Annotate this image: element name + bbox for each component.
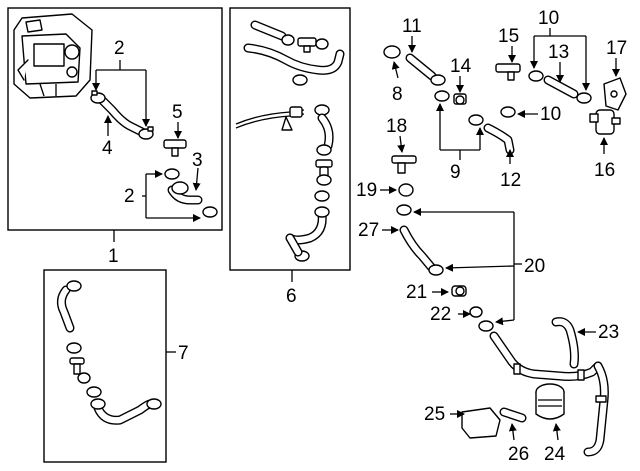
callout-24: 24: [544, 444, 566, 465]
clamp: [478, 320, 494, 332]
clamp: [396, 204, 412, 216]
clamp: [468, 114, 484, 126]
hose-13: [543, 75, 579, 99]
callout-22: 22: [430, 304, 451, 325]
callout-19: 19: [356, 180, 377, 201]
canister-24: [535, 383, 565, 420]
callout-13: 13: [548, 42, 569, 63]
callout-8: 8: [392, 84, 403, 105]
hose-27: [399, 225, 437, 273]
group-box-6: [229, 7, 351, 271]
bracket-17: [603, 77, 627, 111]
heater-valve-assembly: [13, 13, 93, 99]
callout-7: 7: [178, 343, 189, 364]
callout-4: 4: [102, 138, 113, 159]
callout-15: 15: [498, 26, 519, 47]
hose-7-parts: [56, 280, 162, 425]
callout-14: 14: [450, 56, 472, 77]
clamp: [430, 74, 446, 86]
connector-18: [391, 155, 417, 174]
callout-12: 12: [500, 170, 521, 191]
connector-21: [451, 285, 467, 297]
hose-6-parts: [235, 20, 345, 262]
clamp: [469, 306, 483, 318]
callout-6: 6: [286, 286, 297, 307]
clamp: [434, 90, 450, 102]
hose-4: [97, 95, 147, 137]
clamp: [500, 106, 516, 118]
clamp: [576, 92, 592, 104]
callout-20: 20: [524, 256, 545, 277]
callout-5: 5: [172, 102, 183, 123]
callout-10: 10: [540, 104, 561, 125]
callout-16: 16: [594, 160, 615, 181]
clamp: [164, 168, 180, 180]
pump-16: [589, 109, 621, 135]
hose-26: [499, 407, 527, 423]
callout-27: 27: [358, 220, 379, 241]
callout-21: 21: [406, 282, 427, 303]
group-box-1: [7, 7, 223, 231]
callout-2: 2: [124, 186, 135, 207]
cap-19: [398, 183, 414, 197]
callout-11: 11: [402, 16, 422, 37]
hose-12: [483, 123, 515, 155]
clamp: [528, 70, 544, 82]
clamp: [171, 181, 189, 195]
clamp: [90, 90, 106, 104]
clamp: [428, 264, 444, 276]
connector-5: [163, 139, 187, 157]
clamp: [202, 206, 218, 218]
callout-26: 26: [508, 444, 529, 465]
callout-2: 2: [114, 38, 125, 59]
callout-1: 1: [108, 246, 119, 267]
connector-14: [453, 93, 467, 105]
callout-10: 10: [538, 8, 559, 29]
callout-18: 18: [386, 116, 407, 137]
clamp: [138, 126, 154, 140]
callout-3: 3: [192, 150, 203, 171]
callout-23: 23: [598, 322, 619, 343]
bracket-25: [461, 407, 501, 439]
pipe-assembly-23: [489, 317, 609, 457]
connector-15: [495, 63, 521, 81]
callout-17: 17: [606, 38, 627, 59]
callout-9: 9: [450, 162, 461, 183]
clamp-8: [383, 45, 401, 59]
callout-25: 25: [424, 404, 445, 425]
group-box-7: [43, 269, 167, 463]
hose-11: [405, 53, 437, 81]
